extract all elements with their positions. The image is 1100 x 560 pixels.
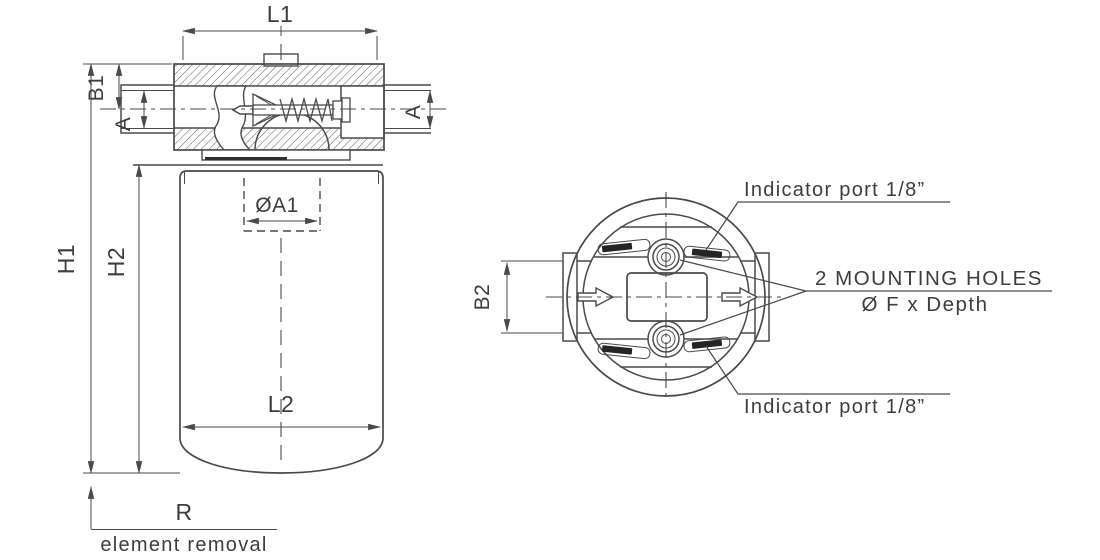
filter-head-section <box>173 53 385 151</box>
element-removal-note: element removal <box>100 534 267 556</box>
dim-r: R element removal <box>87 485 277 556</box>
dim-label-a-right: A <box>402 105 425 120</box>
spring-nut <box>332 100 343 120</box>
dim-label-da1: ØA1 <box>255 194 299 217</box>
flow-arrow-left-icon <box>577 286 615 308</box>
mounting-holes-label-line1: 2 MOUNTING HOLES <box>815 267 1043 290</box>
dim-label-l2: L2 <box>268 391 295 417</box>
side-view: L1 B1 A A H1 H2 <box>53 1 446 556</box>
valve-stem <box>252 104 334 116</box>
indicator-top-label: Indicator port 1/8” <box>744 179 925 201</box>
dim-label-b2: B2 <box>471 284 494 311</box>
dim-l2: L2 <box>181 391 382 432</box>
dim-label-l1: L1 <box>267 1 294 27</box>
indicator-pad-bottom-left <box>597 342 651 360</box>
dim-b1: B1 <box>83 62 172 111</box>
canister <box>179 170 384 474</box>
indicator-pad-top-left <box>597 238 651 256</box>
indicator-bottom-label: Indicator port 1/8” <box>744 396 925 418</box>
annotation-mounting-holes: 2 MOUNTING HOLES Ø F x Depth <box>679 259 1052 336</box>
mounting-holes-label-line2: Ø F x Depth <box>861 293 988 316</box>
dim-label-r: R <box>175 499 192 525</box>
annotation-indicator-top: Indicator port 1/8” <box>705 179 950 251</box>
bypass-valve <box>231 92 351 128</box>
annotation-indicator-bottom: Indicator port 1/8” <box>705 345 950 418</box>
dim-label-a-left: A <box>112 117 135 132</box>
dim-h2: H2 <box>103 163 143 475</box>
top-view: B2 Indicator port 1/8” Indicator port 1/… <box>471 179 1052 418</box>
valve-spring <box>279 96 333 124</box>
dim-l1: L1 <box>181 1 379 60</box>
dim-label-b1: B1 <box>85 75 108 102</box>
dim-a-left: A <box>112 89 148 132</box>
spring-washer <box>341 97 351 123</box>
dim-da1: ØA1 <box>243 178 321 232</box>
dim-label-h2: H2 <box>103 247 129 277</box>
indicator-pad-bottom-right <box>683 336 731 353</box>
dim-h1: H1 <box>53 62 180 475</box>
dim-b2: B2 <box>471 260 563 334</box>
dim-label-h1: H1 <box>53 244 79 274</box>
dim-a-right: A <box>402 89 434 130</box>
